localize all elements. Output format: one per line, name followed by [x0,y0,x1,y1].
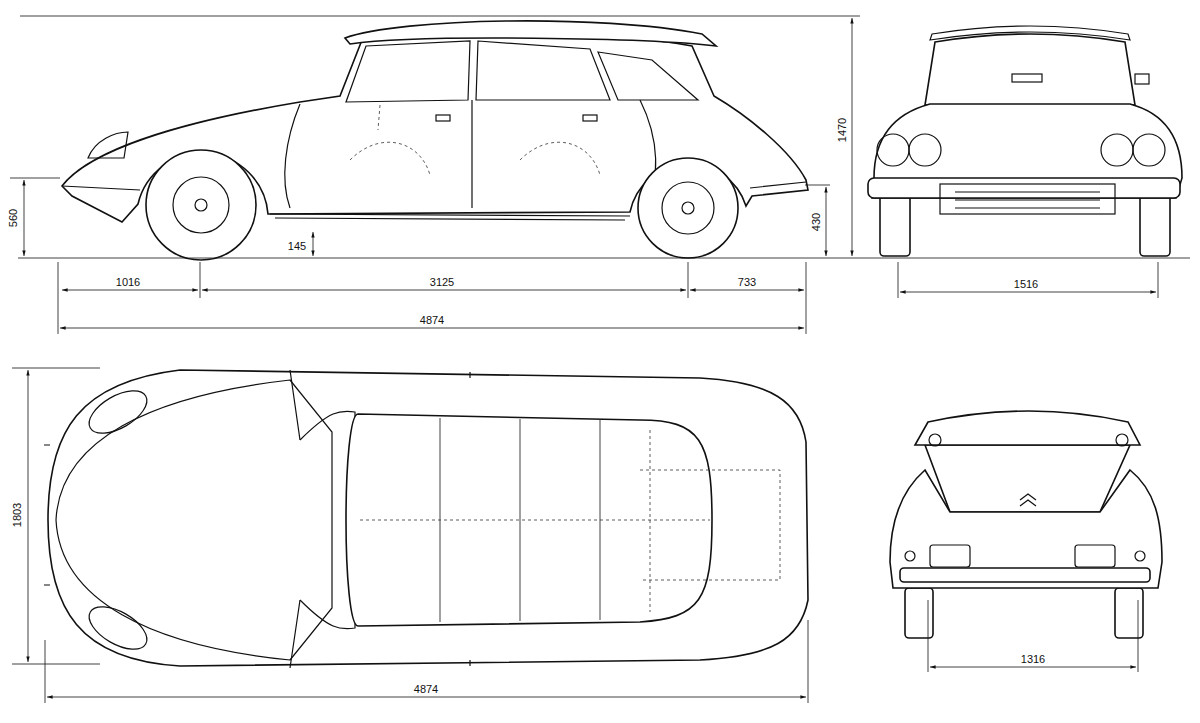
dimension-value: 3125 [428,276,456,289]
dimension-value: 560 [7,207,20,229]
dimension-value: 145 [286,240,308,253]
dimension-value: 430 [810,211,823,233]
front-view [868,26,1182,256]
dimension-value: 1803 [11,501,24,529]
dimension-value: 1016 [114,276,142,289]
rear-view [890,411,1162,638]
dimension-value: 1470 [836,116,849,144]
top-view [44,370,808,668]
dimension-value: 4874 [418,314,446,327]
side-view [62,21,808,260]
dimension-value: 1316 [1019,653,1047,666]
dimension-value: 1516 [1012,278,1040,291]
dimension-value: 4874 [412,683,440,696]
dimension-lines [10,16,1190,703]
dimension-value: 733 [736,276,758,289]
